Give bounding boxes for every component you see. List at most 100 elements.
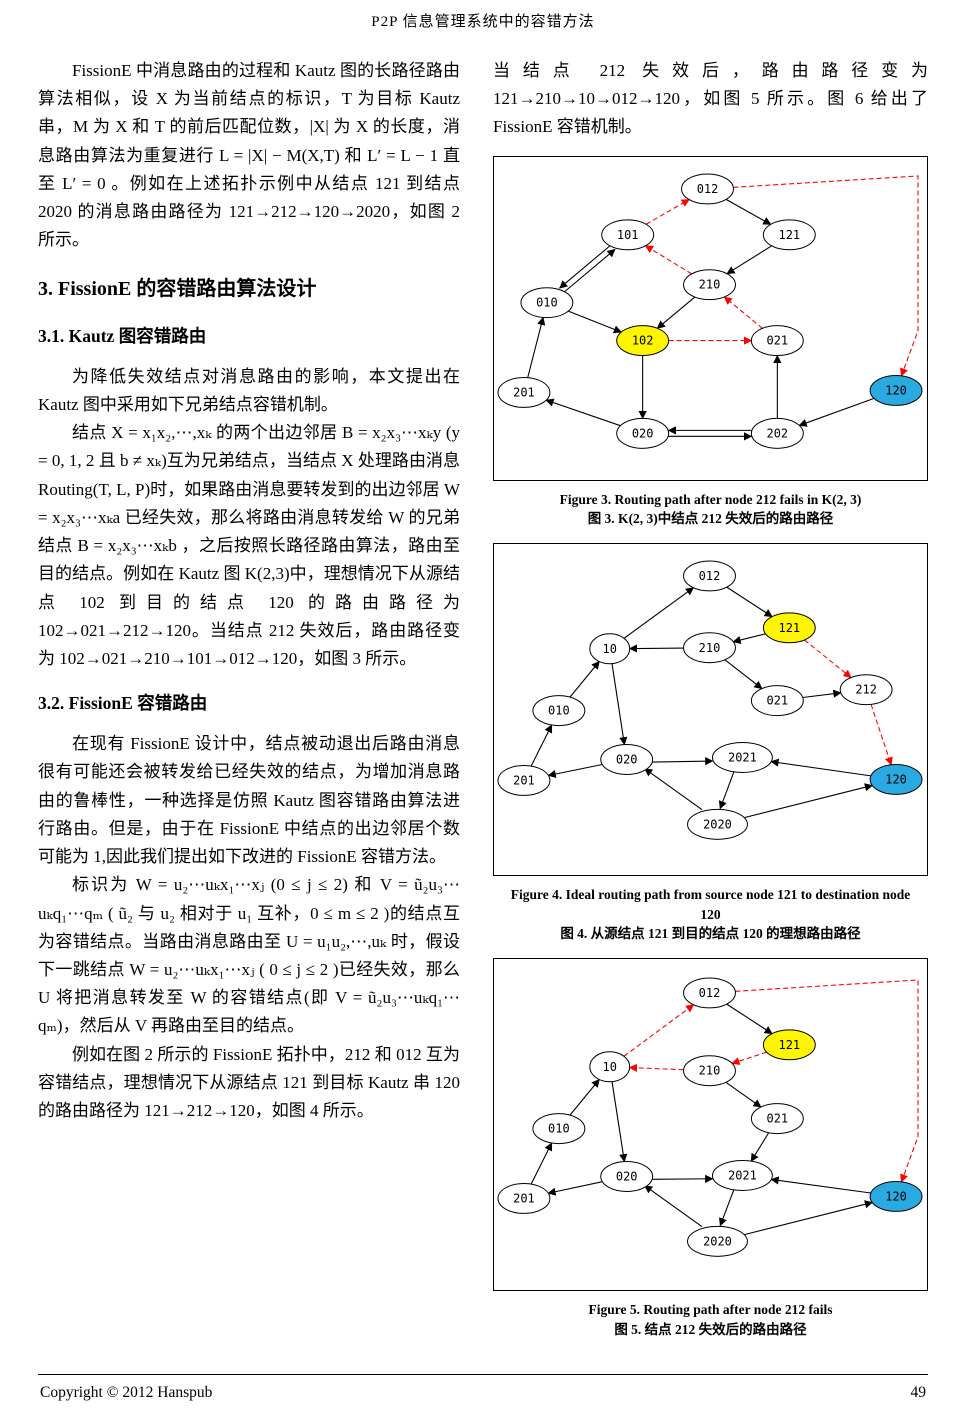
graph-node-label: 121 bbox=[779, 1038, 801, 1052]
graph-edge-021-210 bbox=[723, 296, 763, 329]
graph-edge-010-10 bbox=[569, 660, 600, 698]
graph-node-120: 120 bbox=[869, 764, 923, 795]
graph-node-label: 2021 bbox=[728, 751, 757, 765]
graph-node-210: 210 bbox=[683, 268, 736, 300]
graph-node-010: 010 bbox=[532, 1113, 586, 1145]
graph-edge-201-010 bbox=[527, 316, 546, 378]
graph-node-120: 120 bbox=[869, 1180, 923, 1212]
graph-node-021: 021 bbox=[750, 1103, 804, 1135]
graph-edge-020-2021 bbox=[652, 1174, 714, 1183]
graph-node-121: 121 bbox=[762, 612, 816, 644]
graph-node-101: 101 bbox=[601, 219, 655, 250]
graph-edge-121-210 bbox=[732, 633, 766, 645]
graph-node-020: 020 bbox=[600, 744, 654, 776]
graph-edge-10-020 bbox=[611, 1081, 628, 1163]
graph-edge-010-101 bbox=[563, 248, 616, 293]
figure-4-caption-zh: 图 4. 从源结点 121 到目的结点 120 的理想路由路径 bbox=[560, 926, 861, 942]
graph-node-label: 120 bbox=[885, 383, 907, 397]
page-number: 49 bbox=[910, 1384, 927, 1401]
graph-edge-10-012 bbox=[623, 587, 695, 639]
graph-edge-2021-2020 bbox=[718, 771, 735, 810]
graph-edge-210-10 bbox=[628, 644, 684, 653]
graph-edge-210-10 bbox=[628, 1063, 684, 1072]
graph-edge-210-102 bbox=[656, 296, 696, 329]
copyright-text: Copyright © 2012 Hanspub bbox=[40, 1384, 213, 1401]
figure-5-caption-zh: 图 5. 结点 212 失效后的路由路径 bbox=[614, 1321, 807, 1337]
graph-node-202: 202 bbox=[750, 417, 804, 449]
graph-node-label: 010 bbox=[548, 1122, 570, 1136]
left-column: FissionE 中消息路由的过程和 Kautz 图的长路径路由算法相似，设 X… bbox=[38, 57, 460, 1368]
graph-edge-2020-120 bbox=[744, 1200, 874, 1236]
graph-node-label: 201 bbox=[513, 773, 535, 787]
graph-edge-120-2021 bbox=[770, 1176, 871, 1194]
graph-node-label: 012 bbox=[699, 569, 721, 583]
graph-node-10: 10 bbox=[589, 633, 631, 665]
graph-edge-201-010 bbox=[530, 724, 553, 767]
graph-node-label: 210 bbox=[699, 1064, 721, 1078]
graph-node-2020: 2020 bbox=[687, 1225, 748, 1257]
two-column-body: FissionE 中消息路由的过程和 Kautz 图的长路径路由算法相似，设 X… bbox=[38, 57, 928, 1368]
figure-4-caption: Figure 4. Ideal routing path from source… bbox=[501, 885, 920, 944]
graph-edge-210-101 bbox=[644, 244, 692, 274]
graph-edge-10-020 bbox=[611, 663, 628, 746]
graph-node-210: 210 bbox=[683, 1055, 736, 1087]
graph-edge-2020-120 bbox=[744, 783, 874, 819]
graph-node-020: 020 bbox=[616, 417, 670, 449]
graph-node-label: 020 bbox=[632, 426, 654, 440]
graph-node-120: 120 bbox=[869, 374, 923, 406]
paragraph-rerouted-path: 当结点 212 失效后，路由路径变为 121→210→10→012→120，如图… bbox=[493, 61, 928, 137]
graph-edge-121-210 bbox=[726, 245, 773, 274]
paragraph-fissione-motivation: 在现有 FissionE 设计中，结点被动退出后路由消息很有可能还会被转发给已经… bbox=[38, 734, 460, 867]
graph-node-210: 210 bbox=[683, 632, 736, 664]
graph-edge-021-212 bbox=[802, 689, 842, 699]
figure-5-caption-en: Figure 5. Routing path after node 212 fa… bbox=[588, 1302, 833, 1318]
graph-edge-020-201 bbox=[545, 398, 621, 426]
graph-node-label: 021 bbox=[767, 1112, 789, 1126]
figure-3-caption-en: Figure 3. Routing path after node 212 fa… bbox=[559, 491, 862, 507]
figure-5-caption: Figure 5. Routing path after node 212 fa… bbox=[501, 1300, 920, 1339]
graph-edge-210-021 bbox=[724, 659, 763, 690]
graph-node-label: 10 bbox=[603, 642, 617, 656]
graph-edge-010-102 bbox=[568, 310, 623, 333]
graph-node-102: 102 bbox=[616, 324, 670, 356]
graph-edge-020-201 bbox=[547, 1181, 603, 1196]
graph-node-label: 021 bbox=[767, 694, 789, 708]
graph-edge-2020-020 bbox=[644, 1185, 703, 1228]
running-title: P2P 信息管理系统中的容错方法 bbox=[371, 14, 595, 30]
graph-node-label: 2021 bbox=[728, 1168, 757, 1182]
paragraph-sibling-intro: 为降低失效结点对消息路由的影响，本文提出在 Kautz 图中采用如下兄弟结点容错… bbox=[38, 366, 460, 414]
graph-edge-012-120 bbox=[735, 979, 919, 1183]
graph-node-label: 210 bbox=[699, 277, 721, 291]
graph-node-2021: 2021 bbox=[711, 742, 773, 774]
paragraph-fault-tolerant-nodes: 标识为 W = u₂⋯uₖx₁⋯xⱼ (0 ≤ j ≤ 2) 和 V = ũ₂u… bbox=[38, 875, 460, 1036]
graph-node-2020: 2020 bbox=[687, 808, 748, 840]
graph-edge-021-2021 bbox=[750, 1132, 770, 1162]
graph-node-201: 201 bbox=[497, 376, 551, 408]
paragraph-sibling-mechanism: 结点 X = x₁x₂,⋯,xₖ 的两个出边邻居 B = x₂x₃⋯xₖy (y… bbox=[38, 423, 460, 668]
graph-node-label: 121 bbox=[779, 227, 801, 241]
graph-node-label: 2020 bbox=[703, 1234, 732, 1248]
graph-edge-2021-2020 bbox=[719, 1188, 735, 1227]
graph-node-121: 121 bbox=[762, 219, 816, 250]
paragraph-example-fig4: 例如在图 2 所示的 FissionE 拓扑中，212 和 012 互为容错结点… bbox=[38, 1044, 460, 1121]
figure-4-caption-en: Figure 4. Ideal routing path from source… bbox=[510, 887, 911, 922]
graph-edge-2020-020 bbox=[644, 768, 703, 811]
graph-edge-012-121 bbox=[726, 1003, 773, 1035]
graph-node-label: 010 bbox=[548, 704, 570, 718]
graph-node-label: 020 bbox=[616, 753, 638, 767]
graph-edge-121-212 bbox=[804, 639, 852, 679]
graph-node-label: 210 bbox=[699, 641, 721, 655]
graph-node-010: 010 bbox=[532, 695, 586, 727]
graph-node-012: 012 bbox=[681, 173, 734, 205]
graph-node-label: 120 bbox=[885, 1189, 907, 1203]
graph-node-label: 012 bbox=[697, 182, 719, 196]
graph-node-2021: 2021 bbox=[711, 1160, 773, 1191]
graph-edge-120-2021 bbox=[770, 758, 871, 777]
